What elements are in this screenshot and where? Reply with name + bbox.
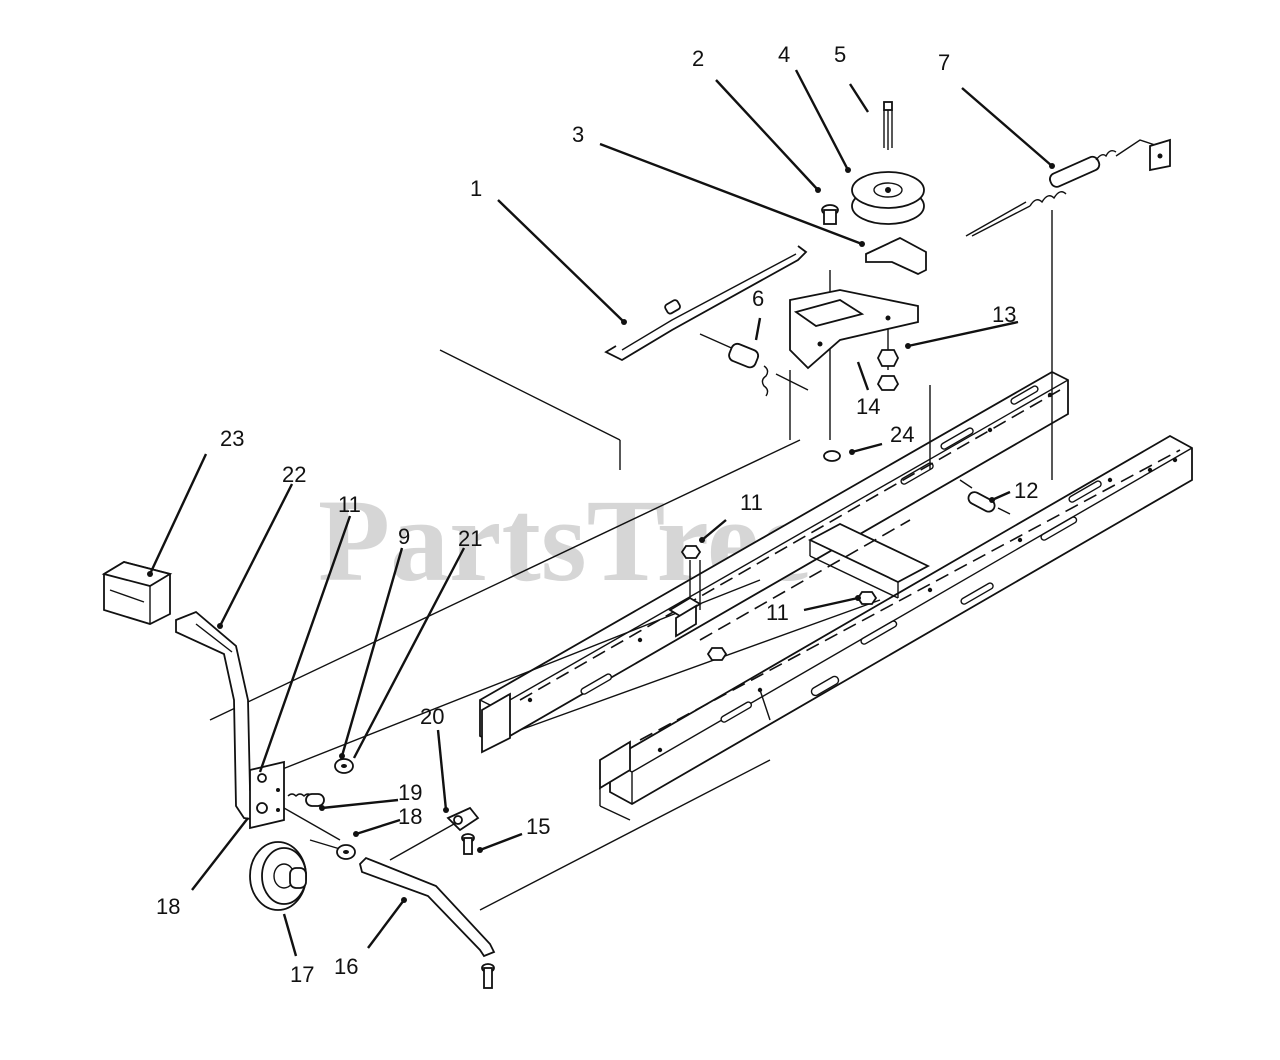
clip-20	[446, 806, 480, 832]
callout-3: 3	[572, 122, 584, 147]
callout-17: 17	[290, 962, 314, 987]
callout-9: 9	[398, 524, 410, 549]
callout-11-mid: 11	[766, 600, 789, 625]
callout-4: 4	[778, 42, 790, 67]
idler-bracket	[789, 289, 919, 370]
frame-rail-rear	[599, 434, 1193, 821]
callout-24: 24	[890, 422, 914, 447]
nut-13	[876, 349, 900, 391]
shoulder-bolt	[821, 204, 839, 225]
bolt-15	[461, 833, 475, 855]
nut-11-upper	[680, 545, 702, 600]
spring-6	[699, 333, 809, 397]
leader-lines	[147, 69, 1055, 957]
callout-13: 13	[992, 302, 1016, 327]
washer-24	[823, 450, 841, 462]
cable-spring-7	[965, 138, 1171, 237]
callout-18-right: 18	[398, 804, 422, 829]
idler-rod	[604, 245, 808, 362]
idler-mount-plate	[865, 236, 927, 275]
callout-19: 19	[398, 780, 422, 805]
callout-7: 7	[938, 50, 950, 75]
callout-16: 16	[334, 954, 358, 979]
pedal-pad	[101, 561, 173, 625]
bolt-lower	[481, 963, 495, 989]
callout-12: 12	[1014, 478, 1038, 503]
cross-member	[808, 522, 930, 599]
callout-20: 20	[420, 704, 444, 729]
callout-6: 6	[752, 286, 764, 311]
pulley-17	[249, 841, 307, 911]
pedal-bolt	[287, 793, 325, 807]
washer-18	[336, 844, 356, 860]
callout-23: 23	[220, 426, 244, 451]
pedal-bracket	[249, 760, 285, 830]
spring-12	[959, 479, 1011, 515]
callout-22: 22	[282, 462, 306, 487]
rod-16	[359, 856, 496, 958]
callout-15: 15	[526, 814, 550, 839]
idler-bolt	[883, 101, 893, 150]
washer-9	[334, 758, 354, 774]
callout-2: 2	[692, 46, 704, 71]
callout-11-upper: 11	[740, 490, 763, 515]
nut-lower	[706, 647, 728, 661]
idler-pulley	[851, 171, 925, 225]
callout-labels: 1 2 3 4 5 6 7 9 11 11 11 12 13 14 15 16 …	[156, 42, 1038, 987]
callout-21: 21	[458, 526, 482, 551]
callout-11-pedal: 11	[338, 492, 361, 517]
callout-14: 14	[856, 394, 880, 419]
callout-5: 5	[834, 42, 846, 67]
callout-1: 1	[470, 176, 482, 201]
callout-18-left: 18	[156, 894, 180, 919]
clip-bracket	[668, 596, 702, 638]
